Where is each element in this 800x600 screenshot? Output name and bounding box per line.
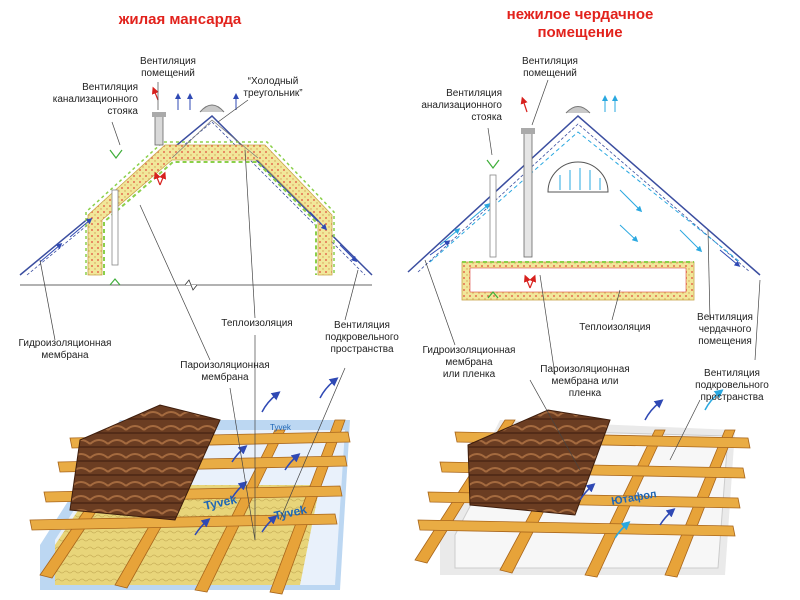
- left-label-sewer-vent: Вентиляция канализационного стояка: [52, 82, 138, 117]
- leader-lines: [39, 79, 761, 541]
- right-label-vapor: Пароизоляционная мембрана или пленка: [540, 364, 630, 399]
- left-membrane-brand-3: Tyvek: [270, 423, 292, 432]
- left-cross-section: [19, 86, 373, 291]
- right-cross-section: [407, 95, 761, 301]
- left-label-underroof-vent: Вентиляция подкровельного пространства: [325, 320, 399, 355]
- left-label-vapor: Пароизоляционная мембрана: [180, 360, 270, 383]
- left-membrane-brand-2: Tyvek: [273, 502, 309, 523]
- right-title: нежилое чердачное помещение: [506, 6, 654, 41]
- right-label-room-vent: Вентиляция помещений: [522, 56, 578, 79]
- left-label-room-vent: Вентиляция помещений: [140, 56, 196, 79]
- right-label-underroof-vent: Вентиляция подкровельного пространства: [695, 368, 769, 403]
- left-label-cold-triangle: “Холодный треугольник”: [243, 76, 303, 99]
- left-label-waterproof: Гидроизоляционная мембрана: [18, 338, 112, 361]
- left-membrane-brand-1: Tyvek: [203, 492, 239, 513]
- right-label-sewer-vent: Вентиляция анализационного стояка: [421, 88, 502, 123]
- right-perspective-roof: Ютафол: [414, 389, 751, 578]
- right-label-waterproof: Гидроизоляционная мембрана или пленка: [422, 345, 516, 380]
- left-title: жилая мансарда: [118, 11, 242, 28]
- left-perspective-roof: Tyvek Tyvek Tyvek: [29, 377, 351, 595]
- right-label-insulation: Теплоизоляция: [579, 322, 651, 333]
- left-label-insulation: Теплоизоляция: [221, 318, 293, 329]
- right-label-attic-vent: Вентиляция чердачного помещения: [697, 312, 753, 347]
